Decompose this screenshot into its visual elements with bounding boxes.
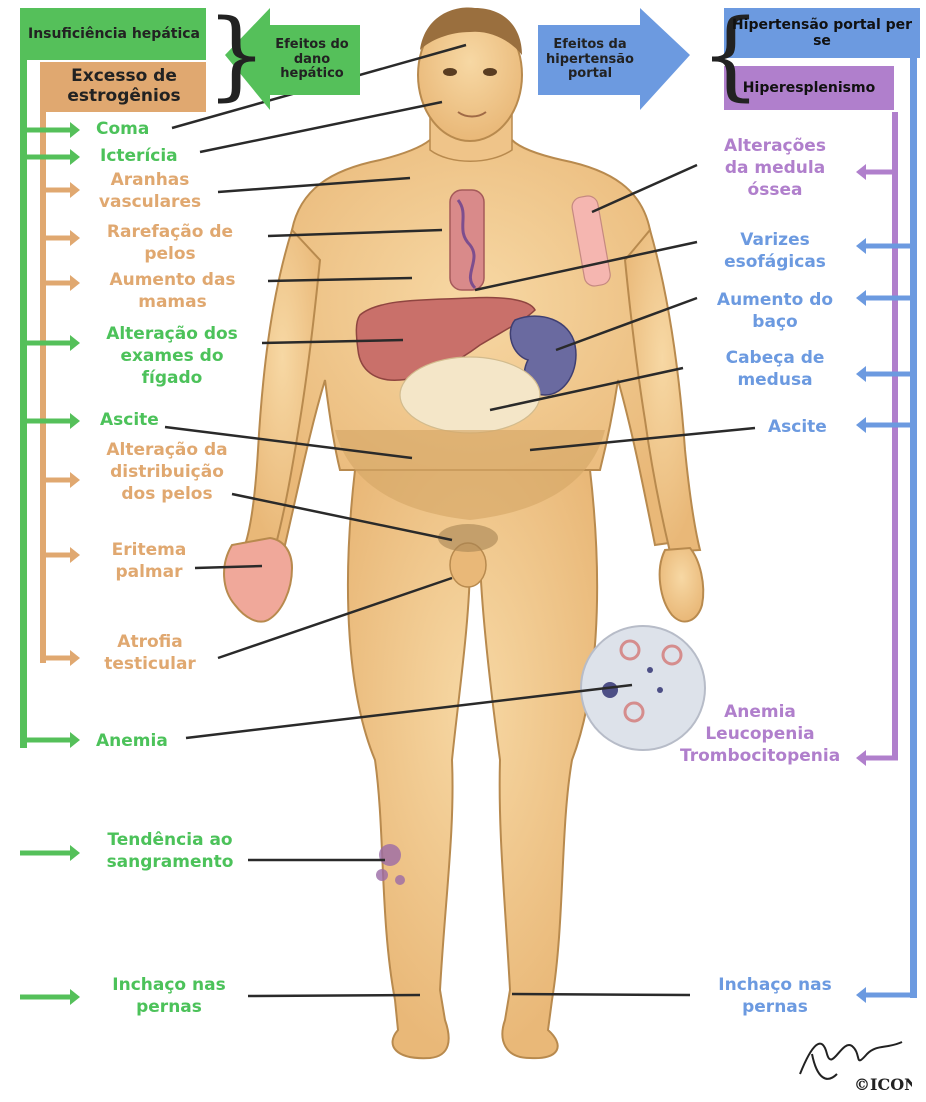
- header-portal-hypertension-per-se: Hipertensão portal per se: [726, 8, 918, 58]
- header-portal-hypertension-effects: Efeitos da hipertensão portal: [540, 25, 640, 95]
- header-hypersplenism: Hiperesplenismo: [726, 66, 892, 110]
- arrow-icon: [856, 290, 917, 306]
- arrow-icon: [856, 987, 917, 1003]
- human-body-icon: [224, 7, 703, 1058]
- label-jaundice: Icterícia: [100, 146, 178, 168]
- arrow-icon: [20, 732, 80, 748]
- label-coma: Coma: [96, 119, 149, 141]
- arrow-icon: [856, 164, 898, 180]
- arrow-icon: [20, 335, 80, 351]
- signature-icon: ©ICON: [792, 1024, 912, 1094]
- arrow-icon: [856, 417, 917, 433]
- label-ascites-left: Ascite: [100, 410, 159, 432]
- arrow-icon: [20, 845, 80, 861]
- label-anemia-left: Anemia: [96, 731, 168, 753]
- header-estrogen-excess: Excesso de estrogênios: [42, 62, 206, 112]
- leader-line: [512, 994, 690, 995]
- label-ascites-right: Ascite: [768, 417, 827, 439]
- arrow-icon: [20, 149, 80, 165]
- brace-left: }: [206, 0, 267, 110]
- arrow-icon: [856, 750, 898, 766]
- header-liver-failure: Insuficiência hepática: [22, 8, 206, 60]
- arrow-icon: [856, 366, 917, 382]
- arrow-icon: [856, 238, 917, 254]
- arrow-icon: [20, 413, 80, 429]
- leader-line: [248, 995, 420, 996]
- header-liver-damage-effects: Efeitos do dano hepático: [262, 25, 362, 95]
- svg-text:©ICON: ©ICON: [854, 1075, 912, 1094]
- arrow-icon: [20, 122, 80, 138]
- arrow-icon: [20, 989, 80, 1005]
